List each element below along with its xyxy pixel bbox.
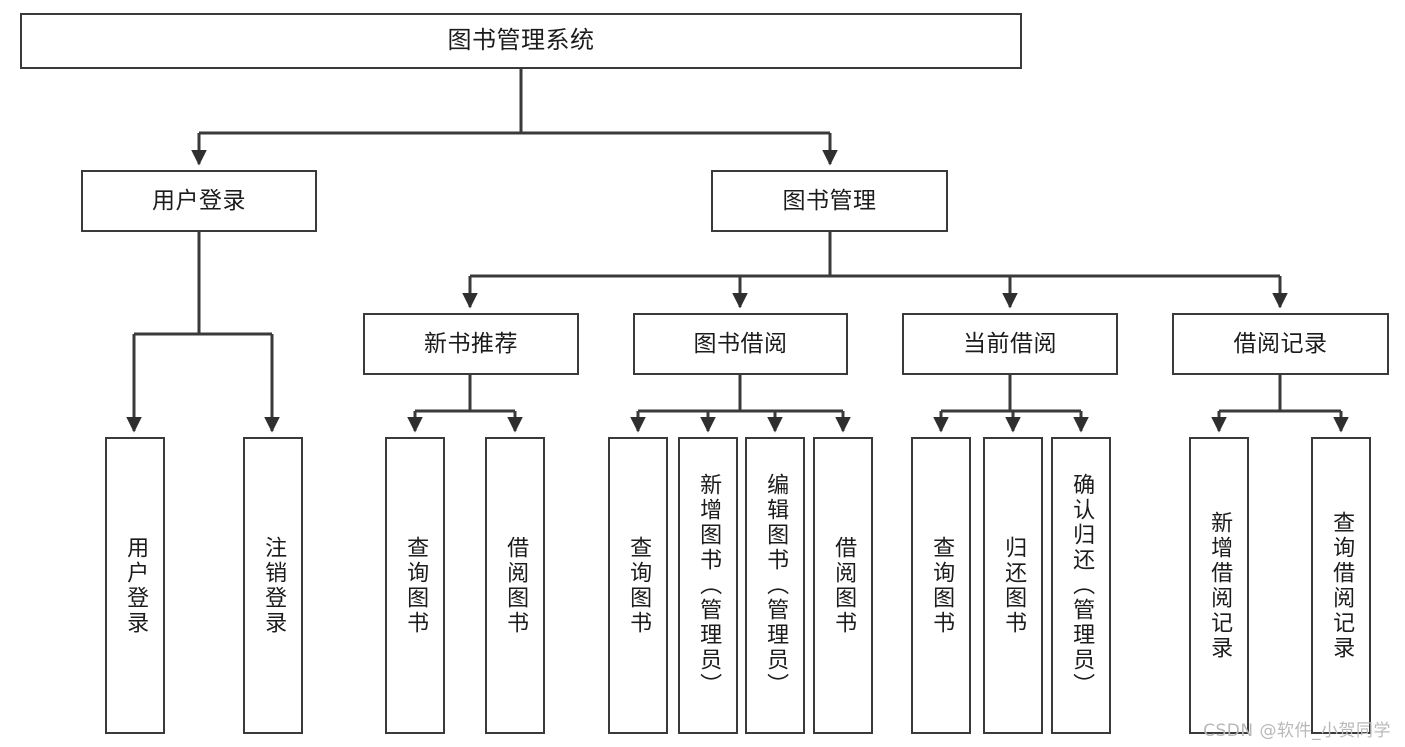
leaf-return-book[interactable]: 归还图书 (983, 437, 1043, 734)
leaf-logout[interactable]: 注销登录 (243, 437, 303, 734)
node-label: 图书借阅 (693, 330, 788, 357)
node-label: 新书推荐 (424, 330, 518, 357)
leaf-search-book-borrow[interactable]: 查询图书 (608, 437, 668, 734)
node-label: 确认归还（管理员） (1069, 473, 1095, 698)
leaf-search-book-recommend[interactable]: 查询图书 (385, 437, 445, 734)
node-label: 查询图书 (929, 535, 955, 636)
leaf-confirm-return-admin[interactable]: 确认归还（管理员） (1051, 437, 1111, 734)
node-label: 新增借阅记录 (1207, 510, 1233, 661)
node-root-book-management-system[interactable]: 图书管理系统 (20, 13, 1022, 69)
node-user-login[interactable]: 用户登录 (81, 170, 317, 232)
node-label: 借阅记录 (1233, 330, 1328, 357)
csdn-watermark: CSDN @软件_小贺同学 (1203, 721, 1391, 741)
leaf-borrow-book[interactable]: 借阅图书 (813, 437, 873, 734)
leaf-search-borrow-record[interactable]: 查询借阅记录 (1311, 437, 1371, 734)
node-label: 查询图书 (403, 535, 429, 636)
node-label: 当前借阅 (963, 330, 1057, 357)
node-book-borrow[interactable]: 图书借阅 (633, 313, 848, 375)
leaf-add-book-admin[interactable]: 新增图书（管理员） (678, 437, 738, 734)
node-borrow-record[interactable]: 借阅记录 (1172, 313, 1389, 375)
node-label: 借阅图书 (503, 535, 529, 636)
node-new-book-recommend[interactable]: 新书推荐 (363, 313, 579, 375)
node-label: 编辑图书（管理员） (763, 473, 789, 698)
node-label: 查询借阅记录 (1329, 510, 1355, 661)
node-label: 图书管理系统 (447, 26, 595, 55)
node-label: 归还图书 (1001, 535, 1027, 636)
node-book-management[interactable]: 图书管理 (711, 170, 948, 232)
leaf-add-borrow-record[interactable]: 新增借阅记录 (1189, 437, 1249, 734)
node-label: 借阅图书 (831, 535, 857, 636)
node-label: 用户登录 (152, 187, 246, 214)
node-label: 查询图书 (626, 535, 652, 636)
leaf-borrow-book-recommend[interactable]: 借阅图书 (485, 437, 545, 734)
node-label: 注销登录 (261, 535, 287, 636)
leaf-search-book-current[interactable]: 查询图书 (911, 437, 971, 734)
node-label: 新增图书（管理员） (696, 473, 722, 698)
node-current-borrow[interactable]: 当前借阅 (902, 313, 1118, 375)
node-label: 图书管理 (782, 187, 877, 214)
leaf-user-login[interactable]: 用户登录 (105, 437, 165, 734)
node-label: 用户登录 (123, 535, 149, 636)
leaf-edit-book-admin[interactable]: 编辑图书（管理员） (745, 437, 805, 734)
